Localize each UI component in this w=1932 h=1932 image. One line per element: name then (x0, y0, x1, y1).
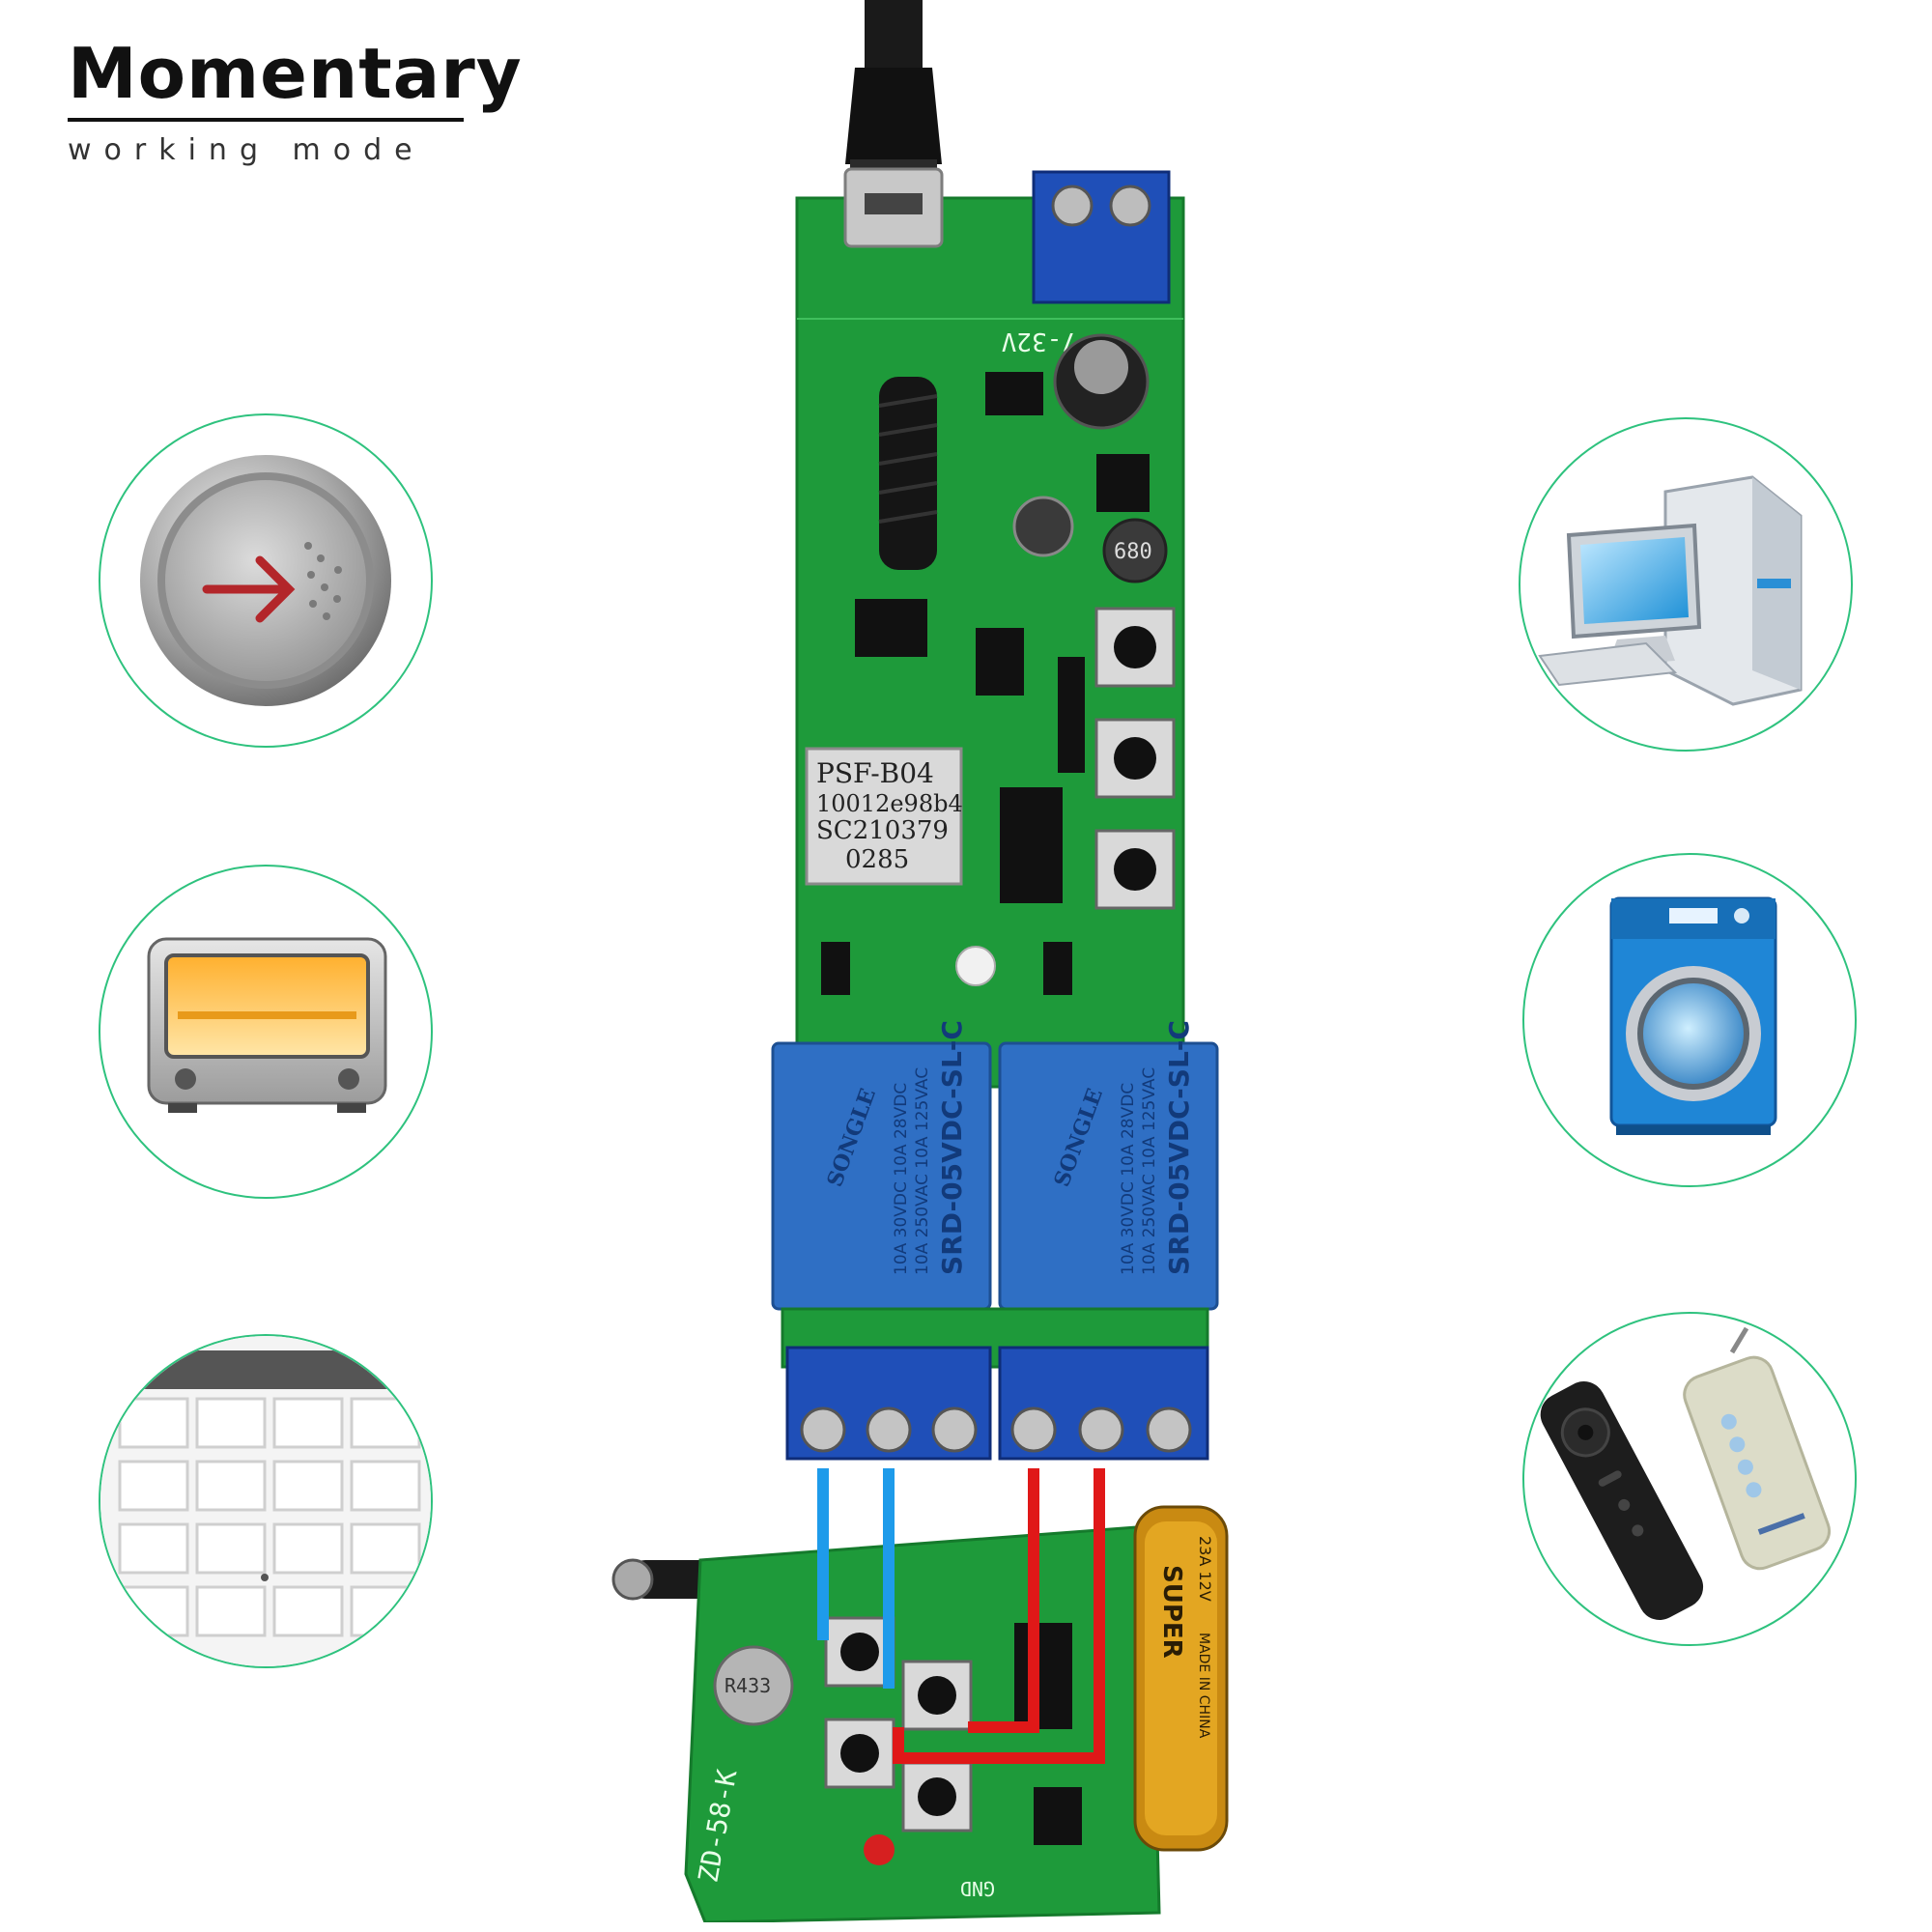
oven-circle (99, 865, 433, 1199)
relay-1-rating-1: 10A 250VAC 10A 125VAC (913, 1067, 932, 1275)
battery-origin: MADE IN CHINA (1196, 1633, 1211, 1739)
remote-led (864, 1834, 895, 1865)
computer-circle (1519, 417, 1853, 752)
wifi-module (805, 747, 963, 886)
usb-cable (865, 0, 923, 68)
crystal (713, 1645, 794, 1726)
battery: SUPER 23A 12V MADE IN CHINA (1133, 1505, 1229, 1852)
washing-machine-circle (1522, 853, 1857, 1187)
inductor-label: 680 (1114, 540, 1152, 564)
oven-icon (147, 937, 387, 1113)
output-terminal-1 (785, 1346, 992, 1461)
relay-1-model: SRD-05VDC-SL-C (936, 1020, 968, 1275)
relay-1: SRD-05VDC-SL-C 10A 250VAC 10A 125VAC 10A… (771, 1020, 992, 1311)
status-led (955, 946, 996, 986)
garage-door-circle (99, 1334, 433, 1668)
relay-2-rating-1: 10A 250VAC 10A 125VAC (1140, 1067, 1159, 1275)
module-code: SC210379 (816, 816, 949, 845)
computer-icon (1538, 475, 1803, 706)
antenna-coil (878, 377, 938, 570)
relay-2-model: SRD-05VDC-SL-C (1163, 1020, 1195, 1275)
washing-machine-icon (1609, 896, 1777, 1135)
remote-controls-icon (1540, 1326, 1832, 1620)
elevator-button-icon (140, 455, 391, 706)
header: Momentary working mode (68, 33, 523, 167)
chip-1 (855, 599, 927, 657)
chip-2 (976, 628, 1024, 696)
red-wires (893, 1468, 1105, 1764)
output-terminal-2 (998, 1346, 1209, 1461)
board-buttons (1094, 607, 1176, 910)
gnd-label: GND (960, 1877, 995, 1900)
page-title: Momentary (68, 33, 523, 114)
power-terminal (1032, 170, 1171, 304)
module-label: PSF-B04 (816, 757, 934, 789)
remote-chip (1014, 1623, 1072, 1729)
crystal-label: R433 (724, 1674, 771, 1697)
remote-buttons (824, 1616, 973, 1833)
garage-door-icon (100, 1336, 431, 1666)
chip-3 (1000, 787, 1063, 903)
blue-wires (817, 1468, 895, 1689)
relay-2: SRD-05VDC-SL-C 10A 250VAC 10A 125VAC 10A… (998, 1020, 1219, 1311)
inductor (1102, 518, 1168, 583)
module-batch: 0285 (845, 845, 909, 874)
battery-brand: SUPER (1157, 1565, 1186, 1659)
remote-controls-circle (1522, 1312, 1857, 1646)
voltage-label: 7-32V (1002, 327, 1077, 355)
title-underline (68, 118, 464, 122)
module-id: 10012e98b4 (816, 790, 963, 817)
page-subtitle: working mode (68, 133, 425, 167)
remote-board: R433 ZD-58-K GND SUPER 23A 12V MADE IN C… (611, 1468, 1229, 1922)
relay-2-rating-2: 10A 30VDC 10A 28VDC (1119, 1083, 1138, 1275)
elevator-button-circle (99, 413, 433, 748)
relay-1-rating-2: 10A 30VDC 10A 28VDC (892, 1083, 911, 1275)
relay-board: 7-32V 680 PSF-B04 10012e98b4 SC210379 02… (771, 0, 1219, 1461)
capacitor-small (1012, 496, 1074, 557)
battery-type: 23A 12V (1196, 1536, 1214, 1602)
